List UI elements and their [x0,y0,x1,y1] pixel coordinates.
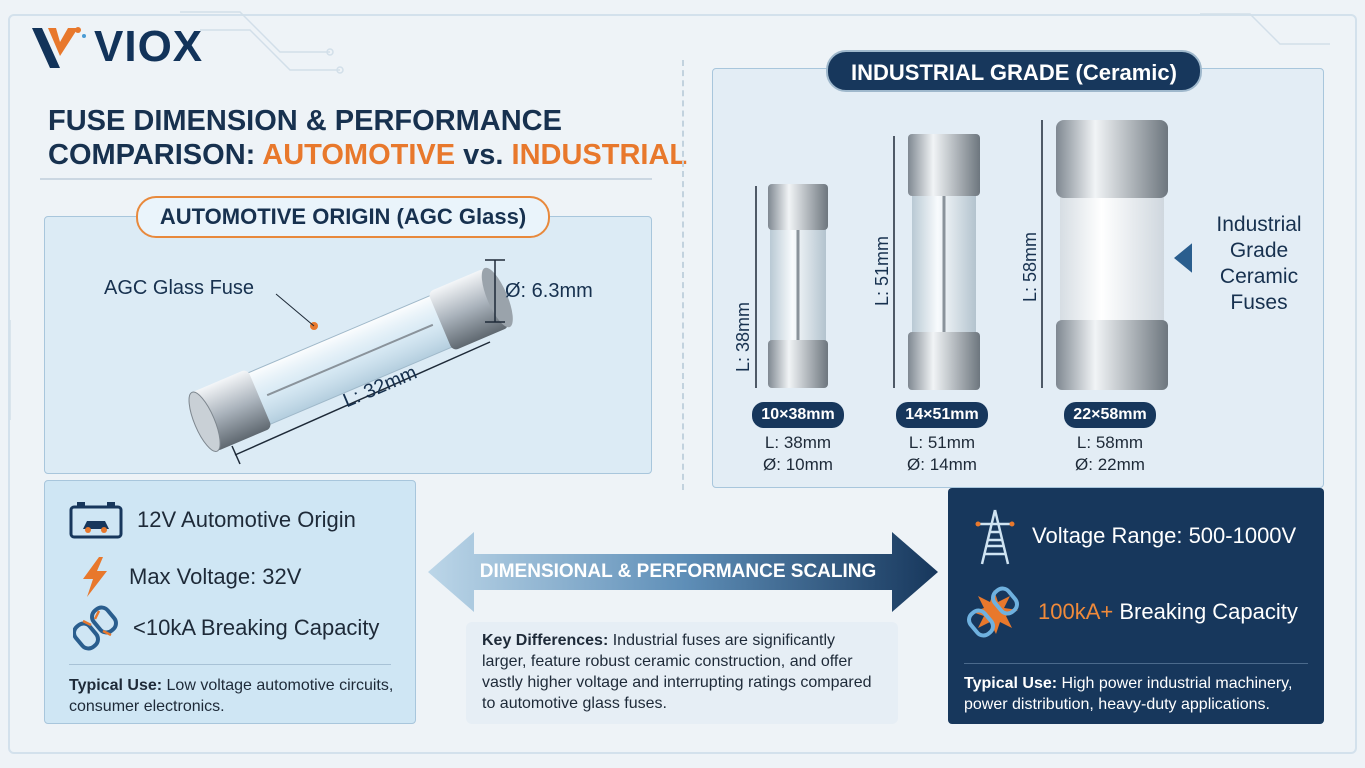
key-differences-box: Key Differences: Industrial fuses are si… [466,622,898,724]
auto-typical-use: Typical Use: Low voltage automotive circ… [69,675,399,717]
side-label-line: Ceramic [1219,265,1299,288]
agc-fuse-label: AGC Glass Fuse [104,277,255,299]
fuse1-axis-label: L: 38mm [733,301,753,372]
automotive-info-panel: 12V Automotive Origin Max Voltage: 32V <… [44,480,416,724]
viox-logo-mark-icon [32,27,86,68]
fuse2-axis-label: L: 51mm [872,235,892,306]
ind-feature-breaking-capacity: 100kA+ Breaking Capacity [966,584,1298,640]
typical-use-label: Typical Use: [69,677,163,694]
automotive-fuse-panel [44,216,652,474]
fuse3-length: L: 58mm [1076,433,1144,452]
key-differences-text: Industrial fuses are significantly large… [482,632,872,712]
auto-feature-voltage-origin: 12V Automotive Origin [69,501,356,539]
ind-feature-text: 100kA+ Breaking Capacity [1038,599,1298,625]
auto-info-divider [69,664,391,665]
section-divider [682,60,684,490]
lightning-icon [83,557,107,597]
ind-typical-use: Typical Use: High power industrial machi… [964,673,1320,715]
power-tower-icon [975,509,1015,565]
agc-diameter-label: Ø: 6.3mm [505,280,593,302]
scaling-arrow-label: DIMENSIONAL & PERFORMANCE SCALING [479,561,877,582]
fuse2-dims: L: 51mm Ø: 14mm [882,432,1002,476]
fuse1-dims: L: 38mm Ø: 10mm [738,432,858,476]
fuse3-size-badge: 22×58mm [1064,402,1156,428]
automotive-badge: AUTOMOTIVE ORIGIN (AGC Glass) [136,196,550,238]
auto-feature-breaking-capacity: <10kA Breaking Capacity [73,605,379,651]
brand-name: VIOX [94,22,204,71]
fuse2-size-badge: 14×51mm [896,402,988,428]
industrial-info-panel: Voltage Range: 500-1000V 100kA+ Breaking… [948,488,1324,724]
brand-logo: VIOX [28,22,203,72]
title-line-2: COMPARISON: AUTOMOTIVE vs. INDUSTRIAL [48,138,687,172]
scaling-double-arrow [428,532,938,612]
key-differences-label: Key Differences: [482,632,609,649]
ind-info-divider [964,663,1308,664]
page-title: FUSE DIMENSION & PERFORMANCE COMPARISON:… [48,104,687,172]
fuse3-axis-label: L: 58mm [1020,231,1040,302]
ind-breaking-highlight: 100kA+ [1038,599,1114,624]
fuse3-diameter: Ø: 22mm [1075,455,1145,474]
fuse3-dims: L: 58mm Ø: 22mm [1050,432,1170,476]
typical-use-label: Typical Use: [964,675,1058,692]
fuse-22x58 [1041,120,1168,390]
side-label-line: Industrial [1216,213,1302,236]
industrial-badge: INDUSTRIAL GRADE (Ceramic) [826,50,1202,92]
pointer-arrow-icon [1174,243,1192,273]
side-label-line: Grade [1229,239,1289,262]
title-automotive: AUTOMOTIVE [262,139,456,171]
title-divider [40,178,652,180]
ind-breaking-text: Breaking Capacity [1113,599,1298,624]
fuse1-size-badge: 10×38mm [752,402,844,428]
typical-use-text: High power industrial machinery, power d… [964,675,1293,713]
ind-feature-voltage-range: Voltage Range: 500-1000V [972,506,1296,566]
fuse2-diameter: Ø: 14mm [907,455,977,474]
title-industrial: INDUSTRIAL [511,139,688,171]
industrial-fuses-illustration [755,120,1192,390]
side-label-line: Fuses [1230,291,1288,314]
car-battery-icon [69,502,123,539]
fuse-14x51 [893,134,980,390]
auto-feature-text: Max Voltage: 32V [129,564,302,589]
broken-chain-icon [967,586,1019,638]
auto-feature-text: 12V Automotive Origin [137,507,356,532]
fuse1-length: L: 38mm [764,433,832,452]
fuse2-length: L: 51mm [908,433,976,452]
fuse1-diameter: Ø: 10mm [763,455,833,474]
typical-use-text: Low voltage automotive circuits, consume… [69,677,394,715]
auto-feature-text: <10kA Breaking Capacity [133,615,380,640]
ind-feature-text: Voltage Range: 500-1000V [1032,523,1297,548]
industrial-side-label: Industrial Grade Ceramic Fuses [1200,212,1318,316]
title-line-1: FUSE DIMENSION & PERFORMANCE [48,105,562,137]
broken-chain-icon [73,605,118,651]
title-vs: vs. [455,139,512,171]
auto-feature-max-voltage: Max Voltage: 32V [75,555,301,599]
fuse-10x38 [755,184,828,388]
title-prefix: COMPARISON: [48,139,263,171]
agc-glass-fuse-illustration [188,259,513,465]
